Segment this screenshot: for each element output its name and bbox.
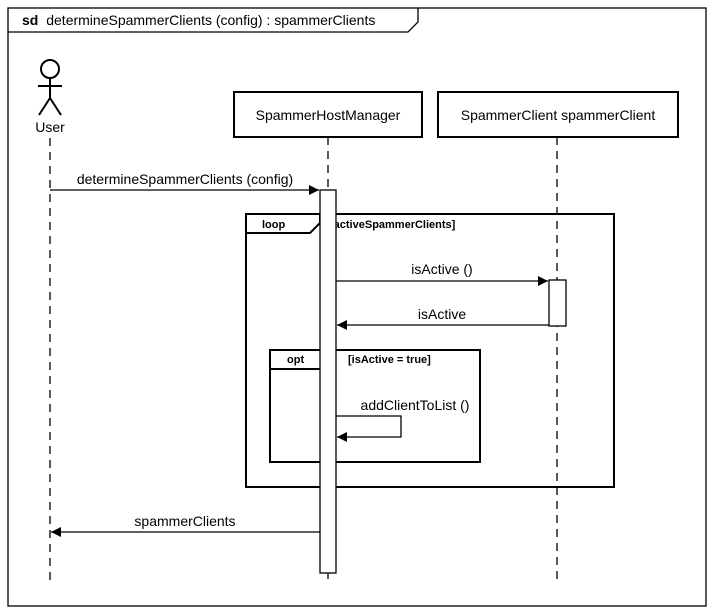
manager-label: SpammerHostManager: [256, 107, 401, 123]
opt-operator: opt: [287, 354, 304, 366]
loop-fragment: loop [activeSpammerClients]: [245, 213, 615, 488]
message-call: determineSpammerClients (config): [50, 171, 319, 195]
message-add-client-arrow: [336, 415, 402, 442]
sd-frame-border: [7, 7, 707, 607]
client-activation-bar: [548, 279, 567, 327]
actor-head-icon: [40, 59, 60, 79]
actor-right-leg-icon: [49, 97, 62, 116]
message-add-client-label: addClientToList (): [361, 397, 470, 413]
loop-guard: [activeSpammerClients]: [330, 219, 456, 231]
message-is-active-call-label: isActive (): [411, 261, 472, 277]
message-call-label: determineSpammerClients (config): [77, 171, 293, 187]
message-add-client: addClientToList (): [336, 397, 470, 442]
actor-label: User: [35, 119, 65, 135]
sd-frame-tab: [8, 8, 419, 33]
loop-operator: loop: [262, 219, 285, 231]
manager-activation-bar: [319, 189, 337, 574]
actor-left-leg-icon: [38, 97, 51, 116]
message-result-label: spammerClients: [134, 513, 235, 529]
loop-frame: [245, 213, 615, 488]
user-actor: User: [35, 59, 65, 135]
message-is-active-return-label: isActive: [418, 306, 466, 322]
client-label: SpammerClient spammerClient: [461, 107, 656, 123]
opt-guard: [isActive = true]: [348, 354, 431, 366]
message-result: spammerClients: [51, 513, 320, 537]
client-lifeline-head: SpammerClient spammerClient: [437, 91, 679, 138]
message-is-active-call: isActive (): [336, 261, 548, 286]
manager-lifeline-head: SpammerHostManager: [233, 91, 423, 138]
message-is-active-return: isActive: [337, 306, 549, 330]
opt-frame: [269, 349, 481, 463]
sd-keyword: sd: [22, 12, 38, 28]
client-box: [437, 91, 679, 138]
sd-title: determineSpammerClients (config) : spamm…: [46, 12, 375, 28]
svg-text:sd determineSpammerClien: sd determineSpammerClients (config) : sp…: [22, 12, 375, 28]
sd-frame: sd determineSpammerClients (config) : sp…: [7, 7, 707, 607]
